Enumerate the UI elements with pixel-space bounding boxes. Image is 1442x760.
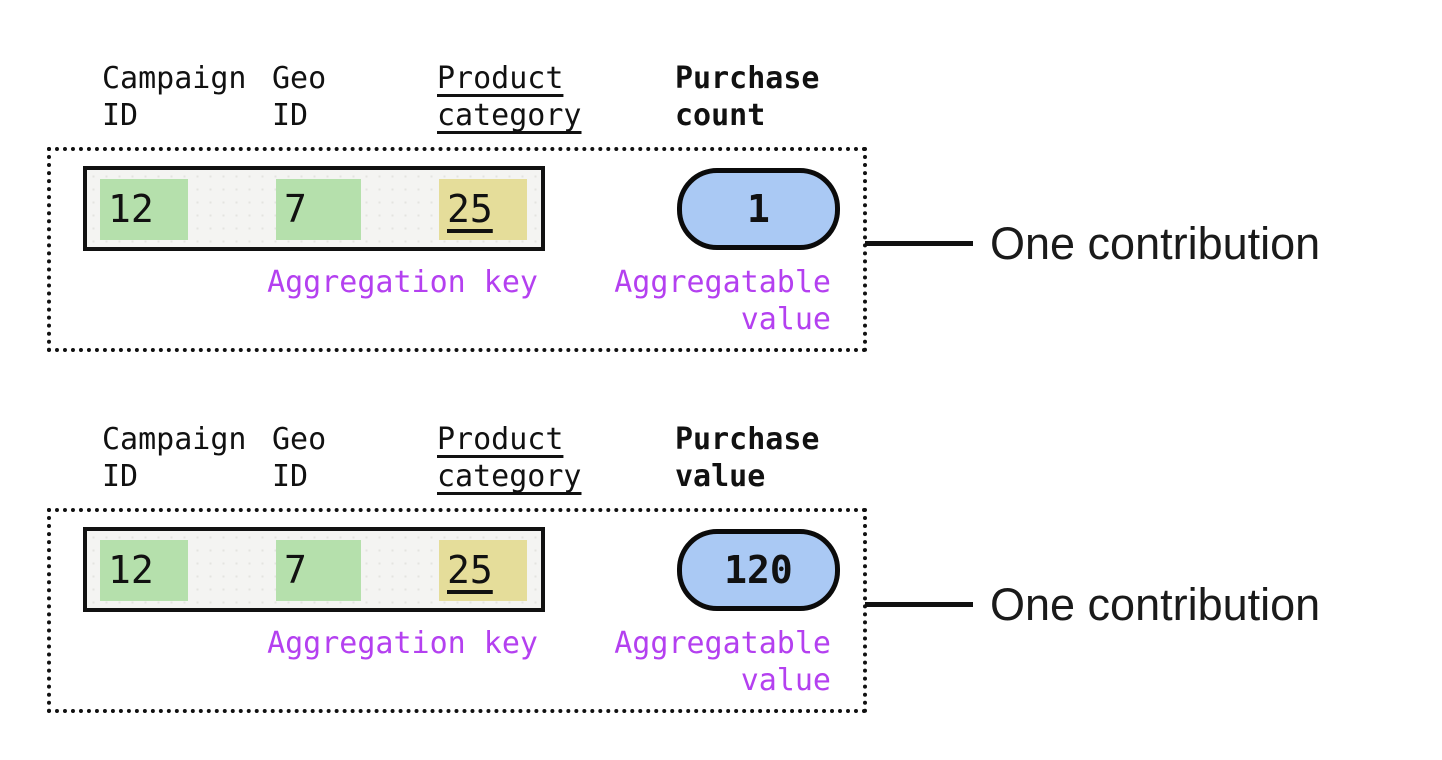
one-contribution-annotation: One contribution	[990, 579, 1321, 630]
one-contribution-annotation: One contribution	[990, 218, 1321, 269]
contribution-boundary	[47, 508, 867, 713]
contribution-boundary	[47, 147, 867, 352]
cell-product-category-value: 25	[447, 187, 493, 231]
column-header-geo-id: Geo ID	[272, 61, 327, 133]
column-header-campaign-id: Campaign ID	[102, 61, 247, 133]
aggregatable-value-pill: 120	[677, 529, 840, 611]
connector-line	[865, 602, 973, 607]
aggregation-key-label: Aggregation key	[267, 626, 538, 661]
cell-campaign-id-value: 12	[108, 548, 154, 592]
cell-product-category: 25	[439, 179, 527, 240]
column-header-purchase-value: Purchase value	[675, 422, 820, 494]
connector-line	[865, 241, 973, 246]
cell-campaign-id-value: 12	[108, 187, 154, 231]
contribution-block-purchase-value: Campaign ID Geo ID Product category Purc…	[0, 361, 1442, 741]
aggregatable-value-label: Aggregatable value	[614, 626, 831, 698]
column-header-campaign-id: Campaign ID	[102, 422, 247, 494]
cell-geo-id-value: 7	[284, 187, 307, 231]
aggregatable-value-pill: 1	[677, 168, 840, 250]
cell-geo-id: 7	[276, 540, 361, 601]
aggregatable-value-number: 120	[724, 548, 793, 592]
cell-geo-id: 7	[276, 179, 361, 240]
cell-geo-id-value: 7	[284, 548, 307, 592]
column-header-purchase-count: Purchase count	[675, 61, 820, 133]
cell-product-category: 25	[439, 540, 527, 601]
column-header-product-category: Product category	[437, 61, 582, 133]
cell-campaign-id: 12	[100, 179, 188, 240]
contribution-block-purchase-count: Campaign ID Geo ID Product category Purc…	[47, 61, 1321, 352]
cell-product-category-value: 25	[447, 548, 493, 592]
column-header-product-category: Product category	[437, 422, 582, 494]
aggregatable-value-number: 1	[747, 187, 770, 231]
aggregation-key-label: Aggregation key	[267, 265, 538, 300]
aggregatable-value-label: Aggregatable value	[614, 265, 831, 337]
column-header-geo-id: Geo ID	[272, 422, 327, 494]
cell-campaign-id: 12	[100, 540, 188, 601]
